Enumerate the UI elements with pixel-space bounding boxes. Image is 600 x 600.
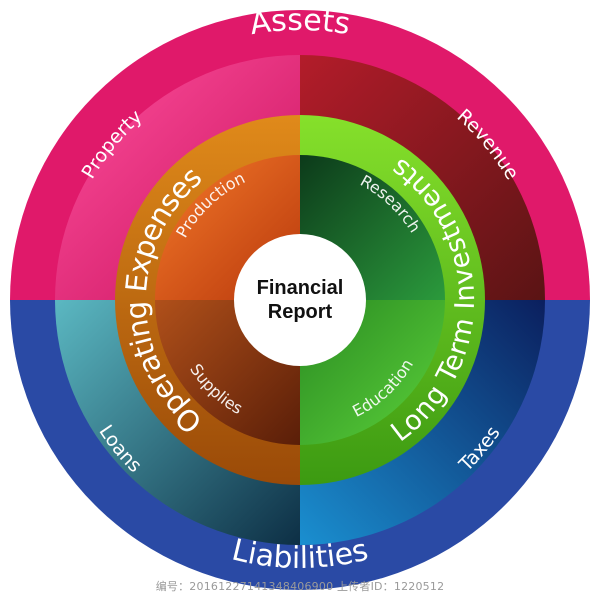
assets-label: Assets bbox=[248, 3, 353, 42]
center-title-line2: Report bbox=[268, 301, 333, 323]
center-circle bbox=[234, 234, 366, 366]
svg-text:Assets: Assets bbox=[248, 3, 353, 42]
watermark-text: 编号：20161227141348406900 上传者ID：1220512 bbox=[155, 580, 445, 593]
center-title-line1: Financial bbox=[257, 277, 344, 299]
